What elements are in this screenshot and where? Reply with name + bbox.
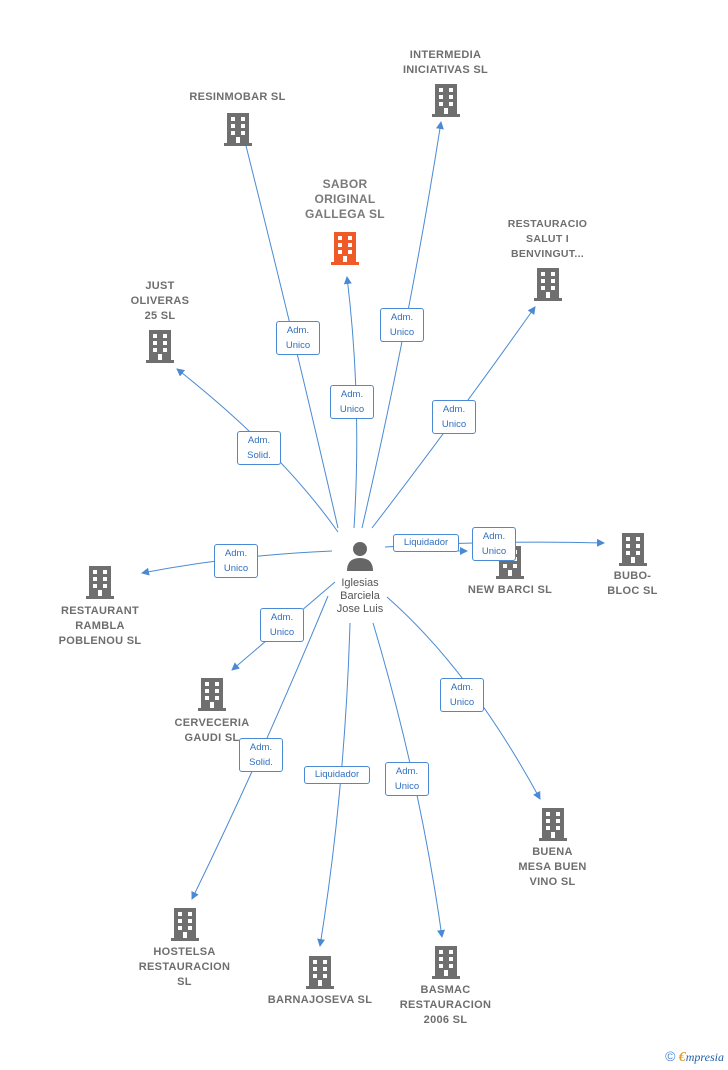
building-icon bbox=[146, 330, 174, 363]
company-just-oliveras[interactable]: JUST OLIVERAS 25 SL bbox=[110, 279, 210, 364]
company-buena-mesa[interactable]: BUENA MESA BUEN VINO SL bbox=[500, 806, 605, 890]
role-badge[interactable]: Adm. Unico bbox=[330, 385, 374, 419]
edge-barnajoseva bbox=[317, 622, 351, 947]
company-resinmobar[interactable]: RESINMOBAR SL bbox=[180, 90, 295, 147]
company-label: SABOR ORIGINAL GALLEGA SL bbox=[305, 177, 385, 221]
company-label: BARNAJOSEVA SL bbox=[267, 994, 373, 1006]
role-badge[interactable]: Adm. Solid. bbox=[237, 431, 281, 465]
building-icon bbox=[198, 678, 226, 711]
company-restauracio-salut[interactable]: RESTAURACIO SALUT I BENVINGUT... bbox=[490, 217, 605, 302]
building-icon bbox=[538, 808, 567, 841]
role-badge[interactable]: Adm. Unico bbox=[432, 400, 476, 434]
company-label: JUST OLIVERAS 25 SL bbox=[130, 280, 190, 322]
building-icon bbox=[431, 84, 460, 117]
empresia-logo-text: mpresia bbox=[685, 1050, 724, 1064]
company-cerveceria-gaudi[interactable]: CERVECERIA GAUDI SL bbox=[157, 676, 267, 746]
role-badge[interactable]: Liquidador bbox=[393, 534, 459, 552]
copyright-symbol: © bbox=[665, 1048, 676, 1064]
company-sabor-original-gallega[interactable]: SABOR ORIGINAL GALLEGA SL bbox=[290, 177, 400, 266]
building-icon bbox=[170, 908, 199, 941]
building-icon bbox=[86, 566, 114, 599]
empresia-logo-e: € bbox=[678, 1050, 686, 1065]
building-icon bbox=[306, 956, 334, 989]
company-label: RESTAURANT RAMBLA POBLENOU SL bbox=[58, 605, 142, 647]
role-badge[interactable]: Adm. Unico bbox=[472, 527, 516, 561]
company-label: HOSTELSA RESTAURACION SL bbox=[138, 946, 231, 988]
company-label: RESINMOBAR SL bbox=[189, 91, 286, 103]
footer-brand: © €mpresia bbox=[665, 1048, 724, 1066]
building-icon bbox=[533, 268, 562, 301]
company-label: NEW BARCI SL bbox=[467, 584, 553, 596]
company-bubo-bloc[interactable]: BUBO- BLOC SL bbox=[595, 531, 670, 599]
person-label: Iglesias Barciela Jose Luis bbox=[336, 577, 384, 615]
company-hostelsa[interactable]: HOSTELSA RESTAURACION SL bbox=[127, 906, 242, 990]
company-label: BUBO- BLOC SL bbox=[607, 570, 658, 597]
role-badge[interactable]: Adm. Unico bbox=[214, 544, 258, 578]
company-label: CERVECERIA GAUDI SL bbox=[174, 717, 250, 744]
person-iglesias-barciela[interactable]: Iglesias Barciela Jose Luis bbox=[310, 540, 410, 616]
building-icon bbox=[431, 946, 460, 979]
role-badge[interactable]: Adm. Unico bbox=[440, 678, 484, 712]
person-icon bbox=[347, 542, 373, 571]
company-label: BASMAC RESTAURACION 2006 SL bbox=[399, 984, 492, 1026]
role-badge[interactable]: Liquidador bbox=[304, 766, 370, 784]
role-badge[interactable]: Adm. Unico bbox=[380, 308, 424, 342]
building-icon bbox=[223, 113, 252, 146]
role-badge[interactable]: Adm. Unico bbox=[276, 321, 320, 355]
role-badge[interactable]: Adm. Unico bbox=[260, 608, 304, 642]
building-icon bbox=[331, 232, 359, 265]
building-icon bbox=[618, 533, 647, 566]
company-label: INTERMEDIA INICIATIVAS SL bbox=[402, 49, 489, 76]
company-barnajoseva[interactable]: BARNAJOSEVA SL bbox=[260, 954, 380, 1008]
role-badge[interactable]: Adm. Solid. bbox=[239, 738, 283, 772]
role-badge[interactable]: Adm. Unico bbox=[385, 762, 429, 796]
company-intermedia-iniciativas[interactable]: INTERMEDIA INICIATIVAS SL bbox=[388, 48, 503, 118]
company-restaurant-rambla[interactable]: RESTAURANT RAMBLA POBLENOU SL bbox=[45, 564, 155, 649]
company-label: RESTAURACIO SALUT I BENVINGUT... bbox=[507, 218, 588, 260]
company-label: BUENA MESA BUEN VINO SL bbox=[518, 846, 587, 888]
company-basmac[interactable]: BASMAC RESTAURACION 2006 SL bbox=[388, 944, 503, 1028]
